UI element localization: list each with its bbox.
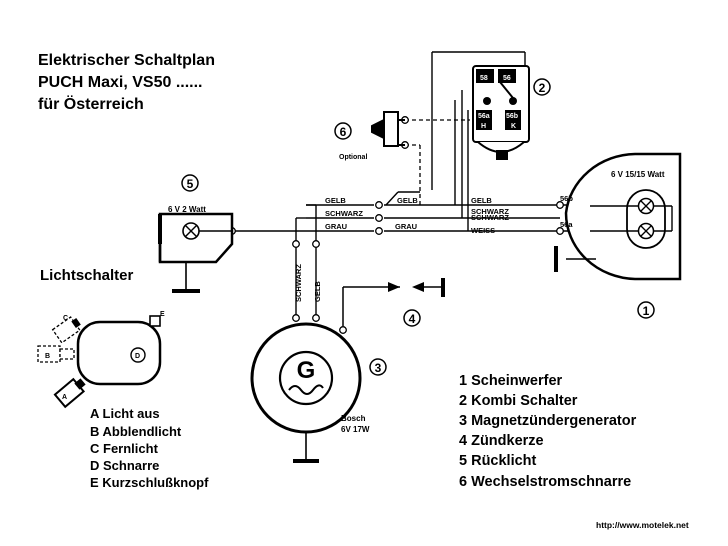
switch-label-d: D — [135, 353, 140, 360]
light-switch — [37, 315, 162, 409]
marker-6: 6 — [334, 122, 352, 140]
wire-label-gelb-2: GELB — [397, 196, 418, 205]
component-legend-item: 6 Wechselstromschnarre — [459, 474, 631, 490]
terminal-56a: 56a — [478, 113, 490, 120]
wire-label-schwarz-1: SCHWARZ — [325, 209, 363, 218]
terminal-58: 58 — [480, 75, 488, 82]
marker-3: 3 — [369, 358, 387, 376]
switch-legend-item: D Schnarre — [90, 458, 159, 473]
buzzer — [371, 111, 405, 147]
terminal-56: 56 — [503, 75, 511, 82]
marker-5: 5 — [181, 174, 199, 192]
wire-label-gelb-3: GELB — [471, 196, 492, 205]
headlight — [554, 152, 682, 281]
switch-legend: A Licht aus B Abblendlicht C Fernlicht D… — [90, 406, 209, 490]
generator-rating: 6V 17W — [341, 425, 370, 434]
switch-label-c: C — [63, 315, 68, 322]
switch-legend-item: C Fernlicht — [90, 441, 159, 456]
rear-light-rating: 6 V 2 Watt — [168, 205, 206, 214]
marker-2: 2 — [533, 78, 551, 96]
spark-plug — [342, 278, 445, 326]
marker-1: 1 — [637, 301, 655, 319]
wire-label-gelb-vertical: GELB — [313, 281, 322, 302]
wire-label-weiss: WEISS — [471, 226, 495, 235]
wire-label-schwarz-vertical: SCHWARZ — [294, 264, 303, 302]
component-legend-item: 5 Rücklicht — [459, 453, 537, 469]
rear-light — [158, 212, 234, 293]
terminal-k: K — [511, 123, 516, 130]
switch-label-b: B — [45, 353, 50, 360]
switch-label-e: E — [160, 311, 165, 318]
terminal-56b: 56b — [506, 113, 518, 120]
wire-label-grau-1: GRAU — [325, 222, 347, 231]
wire-label-gelb-1: GELB — [325, 196, 346, 205]
title-line-1: Elektrischer Schaltplan — [38, 52, 215, 69]
component-legend-item: 1 Scheinwerfer — [459, 373, 563, 389]
wire-label-grau-2: GRAU — [395, 222, 417, 231]
optional-label: Optional — [339, 154, 367, 161]
component-legend-item: 2 Kombi Schalter — [459, 393, 578, 409]
wire-label-schwarz-2: SCHWARZ — [471, 207, 509, 216]
wire-label-schwarz-3: SCHWARZ — [471, 213, 509, 222]
marker-4-label: 4 — [409, 312, 416, 326]
marker-4: 4 — [403, 309, 421, 327]
generator — [250, 322, 362, 463]
marker-6-label: 6 — [340, 125, 347, 139]
source-url: http://www.motelek.net — [596, 520, 689, 530]
title-line-3: für Österreich — [38, 94, 144, 113]
switch-label-a: A — [62, 394, 67, 401]
headlight-rating: 6 V 15/15 Watt — [611, 170, 665, 179]
headlight-terminal-56a: 56a — [560, 220, 573, 229]
gelb-switch — [385, 191, 420, 206]
combi-switch — [472, 65, 530, 160]
generator-maker: Bosch — [341, 414, 366, 423]
lichtschalter-heading: Lichtschalter — [40, 267, 134, 284]
marker-5-label: 5 — [187, 177, 194, 191]
switch-legend-item: E Kurzschlußknopf — [90, 475, 209, 490]
generator-symbol: G — [297, 357, 316, 384]
component-legend-item: 4 Zündkerze — [459, 433, 544, 449]
marker-1-label: 1 — [643, 304, 650, 318]
switch-legend-item: B Abblendlicht — [90, 424, 182, 439]
switch-legend-item: A Licht aus — [90, 406, 160, 421]
marker-3-label: 3 — [375, 361, 382, 375]
headlight-terminal-56b: 56b — [560, 194, 573, 203]
marker-2-label: 2 — [539, 81, 546, 95]
terminal-h: H — [481, 123, 486, 130]
component-legend-item: 3 Magnetzündergenerator — [459, 413, 637, 429]
title-line-2: PUCH Maxi, VS50 ...... — [38, 74, 203, 91]
component-legend: 1 Scheinwerfer 2 Kombi Schalter 3 Magnet… — [459, 373, 637, 490]
